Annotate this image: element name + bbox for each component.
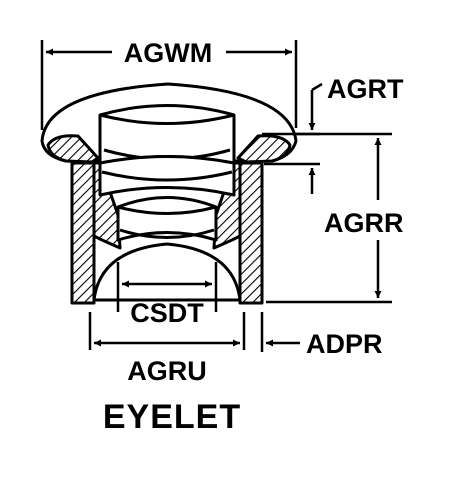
dimension-agru [88, 312, 246, 350]
label-agrt: AGRT [327, 74, 404, 104]
label-csdt: CSDT [130, 298, 204, 328]
dimension-agrr [264, 132, 392, 304]
flange-section-right [236, 134, 292, 164]
label-agrr: AGRR [324, 208, 404, 238]
flange-section-left [46, 134, 100, 164]
barrel-wall-right [238, 161, 264, 305]
dimension-agwm [40, 40, 298, 130]
label-adpr: ADPR [306, 329, 383, 359]
label-agwm: AGWM [124, 38, 212, 68]
mid-ring [98, 155, 236, 197]
diagram-title: EYELET [103, 398, 241, 436]
bottom-flare [92, 242, 242, 302]
dimension-adpr [260, 312, 300, 352]
eyelet-drawing [40, 82, 298, 305]
label-agru: AGRU [127, 356, 207, 386]
dimension-csdt [116, 262, 218, 312]
barrel-wall-left [70, 161, 96, 305]
